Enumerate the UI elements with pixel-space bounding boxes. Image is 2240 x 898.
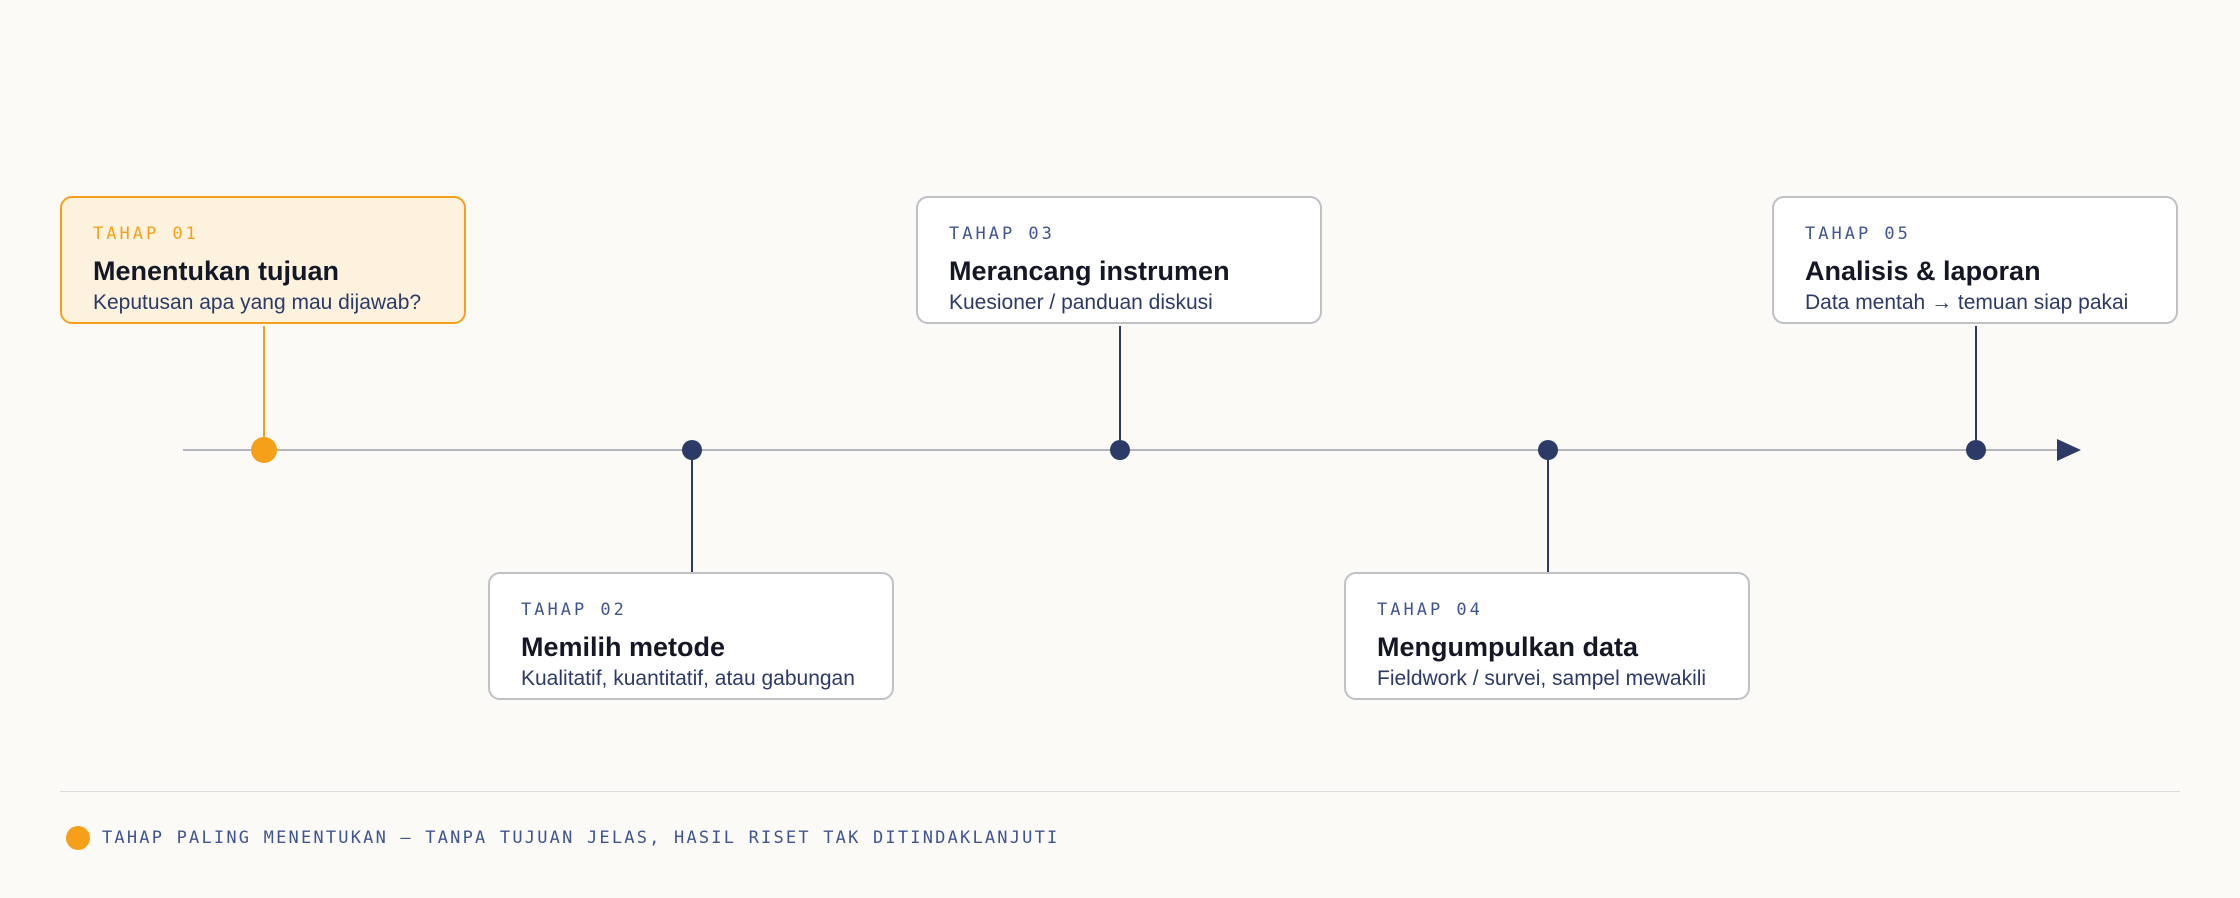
stage-dot <box>1110 440 1130 460</box>
stage-title: Memilih metode <box>521 632 726 662</box>
stage-dot <box>251 437 277 463</box>
stage-connector <box>691 450 693 573</box>
stage-connector <box>263 326 265 450</box>
footer-divider <box>60 791 2180 792</box>
stage-label: TAHAP 01 <box>93 224 199 244</box>
stage-card-01: TAHAP 01 Menentukan tujuan Keputusan apa… <box>60 196 466 324</box>
stage-card-02: TAHAP 02 Memilih metode Kualitatif, kuan… <box>488 572 894 700</box>
stage-label: TAHAP 03 <box>949 224 1055 244</box>
stage-title: Menentukan tujuan <box>93 256 340 286</box>
stage-dot <box>1966 440 1986 460</box>
stage-connector <box>1547 450 1549 573</box>
stage-label: TAHAP 05 <box>1805 224 1911 244</box>
stage-description: Kualitatif, kuantitatif, atau gabungan <box>521 667 855 690</box>
stage-connector <box>1975 326 1977 450</box>
stage-description: Keputusan apa yang mau dijawab? <box>93 291 422 314</box>
stage-description: Kuesioner / panduan diskusi <box>949 291 1213 314</box>
stage-title: Merancang instrumen <box>949 256 1230 286</box>
stage-dot <box>682 440 702 460</box>
stage-title: Analisis & laporan <box>1805 256 2041 286</box>
stage-dot <box>1538 440 1558 460</box>
stage-description: Data mentah → temuan siap pakai <box>1805 291 2129 314</box>
timeline-arrow-icon <box>2057 439 2081 461</box>
stage-card-05: TAHAP 05 Analisis & laporan Data mentah … <box>1772 196 2178 324</box>
stage-card-03: TAHAP 03 Merancang instrumen Kuesioner /… <box>916 196 1322 324</box>
legend-dot-icon <box>66 826 90 850</box>
stage-title: Mengumpulkan data <box>1377 632 1639 662</box>
stage-label: TAHAP 02 <box>521 600 627 620</box>
stage-description: Fieldwork / survei, sampel mewakili <box>1377 667 1707 690</box>
stage-label: TAHAP 04 <box>1377 600 1483 620</box>
stage-card-04: TAHAP 04 Mengumpulkan data Fieldwork / s… <box>1344 572 1750 700</box>
stage-connector <box>1119 326 1121 450</box>
legend-text: TAHAP PALING MENENTUKAN — TANPA TUJUAN J… <box>102 828 1060 848</box>
